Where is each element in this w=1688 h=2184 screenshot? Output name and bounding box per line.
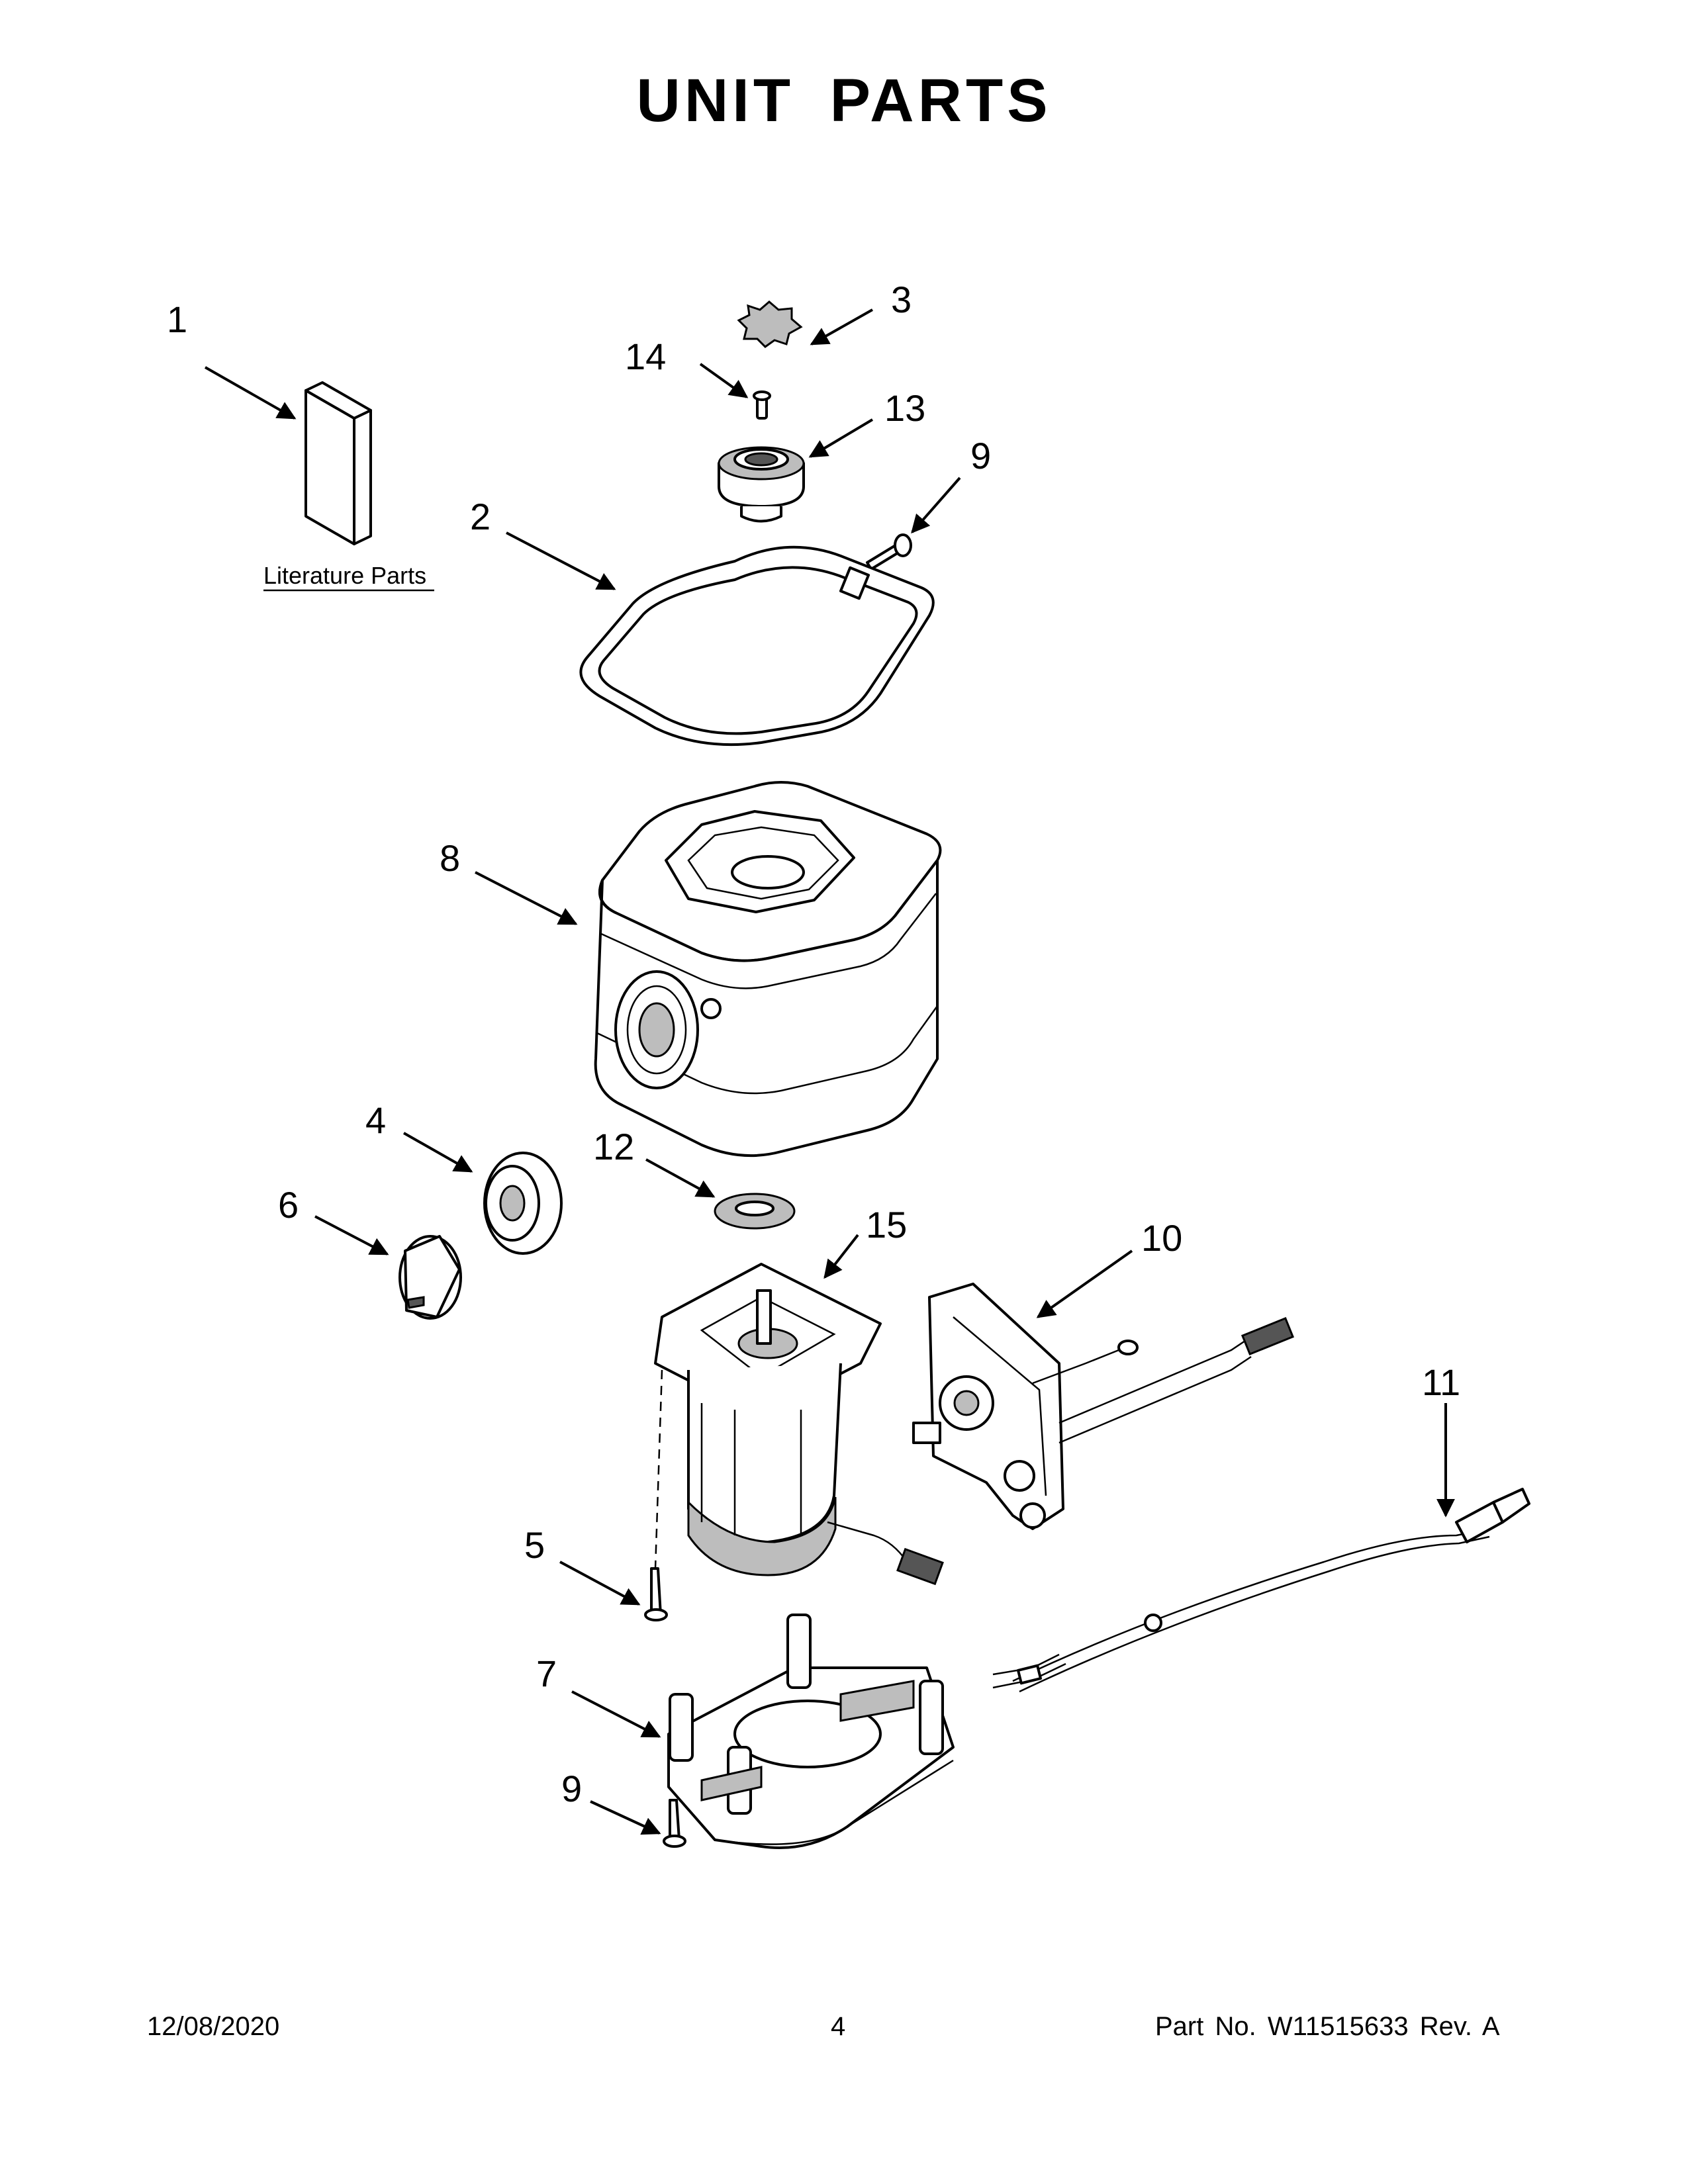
part-12-gasket	[714, 1193, 796, 1230]
part-11-power-cord	[992, 1488, 1530, 1693]
callout-5: 5	[524, 1524, 545, 1566]
callout-12: 12	[593, 1126, 634, 1167]
part-2-trim-ring	[579, 545, 935, 747]
callout-1: 1	[167, 298, 187, 340]
part-4-dial-bezel	[483, 1152, 563, 1255]
callout-11: 11	[1422, 1361, 1460, 1403]
part-10-control-board	[912, 1283, 1295, 1530]
part-3-drive-coupler	[737, 300, 803, 348]
callout-9-bottom: 9	[561, 1768, 582, 1809]
part-1-literature-booklet: Literature Parts	[263, 381, 434, 592]
page-title: UNIT PARTS	[636, 67, 1052, 134]
part-8-base-housing	[594, 781, 942, 1158]
part-7-base-plate	[667, 1614, 955, 1849]
callout-4: 4	[365, 1099, 386, 1141]
callout-7: 7	[536, 1653, 557, 1694]
callout-8: 8	[440, 837, 460, 879]
part-13-drive-socket	[718, 446, 805, 523]
leader-arrows	[205, 308, 1455, 1835]
callout-13: 13	[884, 387, 925, 429]
part-15-motor-assembly	[654, 1263, 944, 1586]
callout-10: 10	[1141, 1217, 1182, 1259]
callout-numbers: 1 2 3 14 13 9 8 4 12 6 15 10 11 5 7 9	[167, 279, 1460, 1809]
callout-3: 3	[891, 279, 912, 320]
part-9-screw-top	[866, 533, 912, 570]
footer-date: 12/08/2020	[147, 2012, 280, 2041]
footer-page-number: 4	[831, 2012, 846, 2041]
callout-15: 15	[866, 1204, 907, 1246]
callout-14: 14	[625, 336, 666, 377]
part-14-pin	[753, 390, 771, 420]
callout-2: 2	[470, 496, 491, 537]
part-5-screw	[644, 1567, 668, 1621]
footer-part-number: Part No. W11515633 Rev. A	[1155, 2012, 1500, 2041]
part-6-control-knob	[399, 1235, 462, 1320]
part-9-screw-bottom	[663, 1799, 686, 1848]
callout-6: 6	[278, 1184, 299, 1226]
literature-parts-label: Literature Parts	[263, 562, 426, 589]
callout-9-top: 9	[970, 435, 991, 477]
